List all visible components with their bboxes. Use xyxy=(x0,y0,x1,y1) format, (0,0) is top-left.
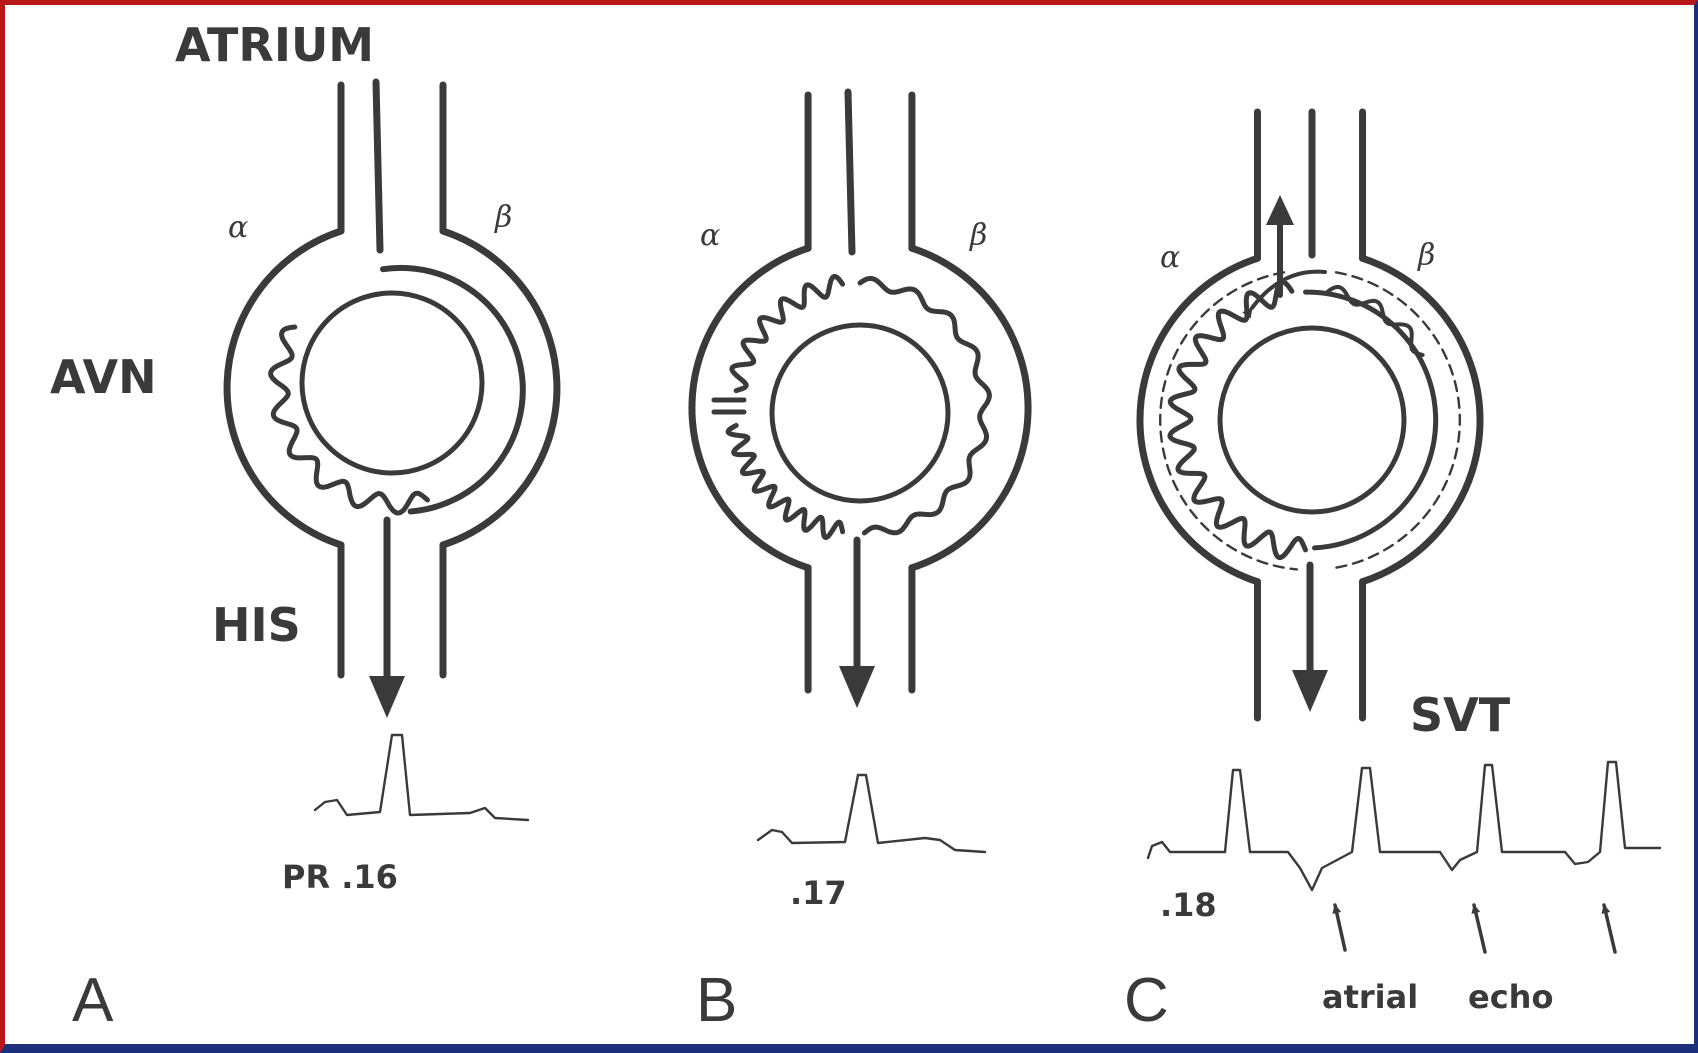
panel-b-beta-wave xyxy=(860,279,989,533)
beta-label-b: β xyxy=(970,218,987,253)
panel-c-echo-arrow-1 xyxy=(1474,905,1485,952)
panel-b-his-arrow-head xyxy=(839,666,875,708)
panel-c-outer-arc-left xyxy=(1140,258,1258,581)
panel-c-letter: C xyxy=(1124,965,1169,1036)
panel-b-center-input xyxy=(848,92,852,252)
pr-label-a: PR .16 xyxy=(282,858,398,896)
panel-c-inner-node xyxy=(1220,328,1404,512)
panel-c-diagram xyxy=(1140,112,1660,952)
panel-a-beta-pathway xyxy=(383,268,523,512)
alpha-label-c: α xyxy=(1160,240,1180,275)
beta-label-a: β xyxy=(495,200,512,235)
beta-label-c: β xyxy=(1418,238,1435,273)
panel-c-atrial-arrow xyxy=(1335,905,1345,950)
echo-label: echo xyxy=(1468,978,1553,1016)
panel-c-echo-arrow-2 xyxy=(1604,905,1615,952)
panel-b-diagram xyxy=(692,92,1028,852)
panel-a-his-arrow-head xyxy=(369,676,405,718)
his-label: HIS xyxy=(212,598,301,652)
avn-label: AVN xyxy=(50,350,157,404)
panel-a-ecg-trace xyxy=(315,735,528,820)
atrium-label: ATRIUM xyxy=(175,18,374,72)
panel-c-retro-head xyxy=(1266,195,1294,225)
panel-b-inner-node xyxy=(772,325,948,501)
panel-c-ecg-trace xyxy=(1148,762,1660,890)
panel-c-his-arrow-head xyxy=(1292,670,1328,712)
alpha-label-b: α xyxy=(700,218,720,253)
pr-label-c: .18 xyxy=(1160,886,1217,924)
atrial-label: atrial xyxy=(1322,978,1418,1016)
panel-a-diagram xyxy=(227,82,557,820)
pr-label-b: .17 xyxy=(790,874,847,912)
panel-a-center-input xyxy=(376,82,380,250)
panel-a-letter: A xyxy=(72,965,113,1036)
panel-c-alpha-wave xyxy=(1170,282,1306,558)
panel-a-inner-node xyxy=(302,293,482,473)
panel-b-letter: B xyxy=(696,965,737,1036)
svt-label: SVT xyxy=(1410,688,1510,742)
panel-b-ecg-trace xyxy=(758,775,985,852)
panel-a-alpha-wave xyxy=(271,327,428,513)
panel-b-outer-arc-right xyxy=(912,248,1028,568)
alpha-label-a: α xyxy=(228,210,248,245)
panel-b-alpha-wave-lower xyxy=(728,425,843,537)
